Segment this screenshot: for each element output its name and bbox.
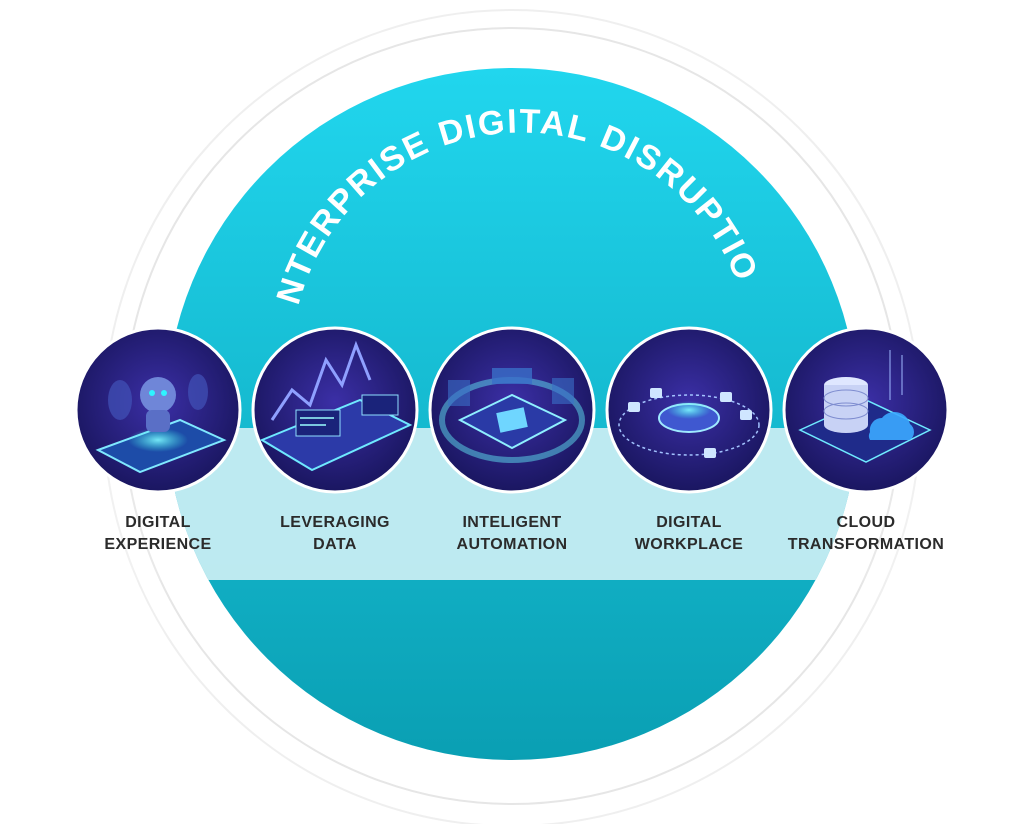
pillar-label-line2: TRANSFORMATION [787, 536, 945, 553]
data-charts-icon [251, 326, 419, 494]
pillar-label-cloud-transformation: CLOUD TRANSFORMATION [776, 512, 956, 556]
pillar-label-inteligent-automation: INTELIGENT AUTOMATION [422, 512, 602, 556]
pillar-label-leveraging-data: LEVERAGING DATA [245, 512, 425, 556]
pillar-label-line1: DIGITAL [125, 514, 191, 531]
chip-icon [428, 326, 596, 494]
pillar-label-line2: WORKPLACE [634, 536, 744, 553]
network-platform-icon [605, 326, 773, 494]
pillar-label-line1: CLOUD [836, 514, 896, 531]
pillar-label-digital-workplace: DIGITAL WORKPLACE [599, 512, 779, 556]
pillar-label-line1: LEVERAGING [280, 514, 390, 531]
pillar-label-line1: DIGITAL [656, 514, 722, 531]
pillar-label-digital-experience: DIGITAL EXPERIENCE [68, 512, 248, 556]
pillar-label-line2: DATA [313, 536, 357, 553]
pillar-label-line2: AUTOMATION [456, 536, 568, 553]
robot-phone-icon [74, 326, 242, 494]
pillar-label-line1: INTELIGENT [462, 514, 562, 531]
pillar-label-line2: EXPERIENCE [104, 536, 212, 553]
cloud-database-icon [782, 326, 950, 494]
